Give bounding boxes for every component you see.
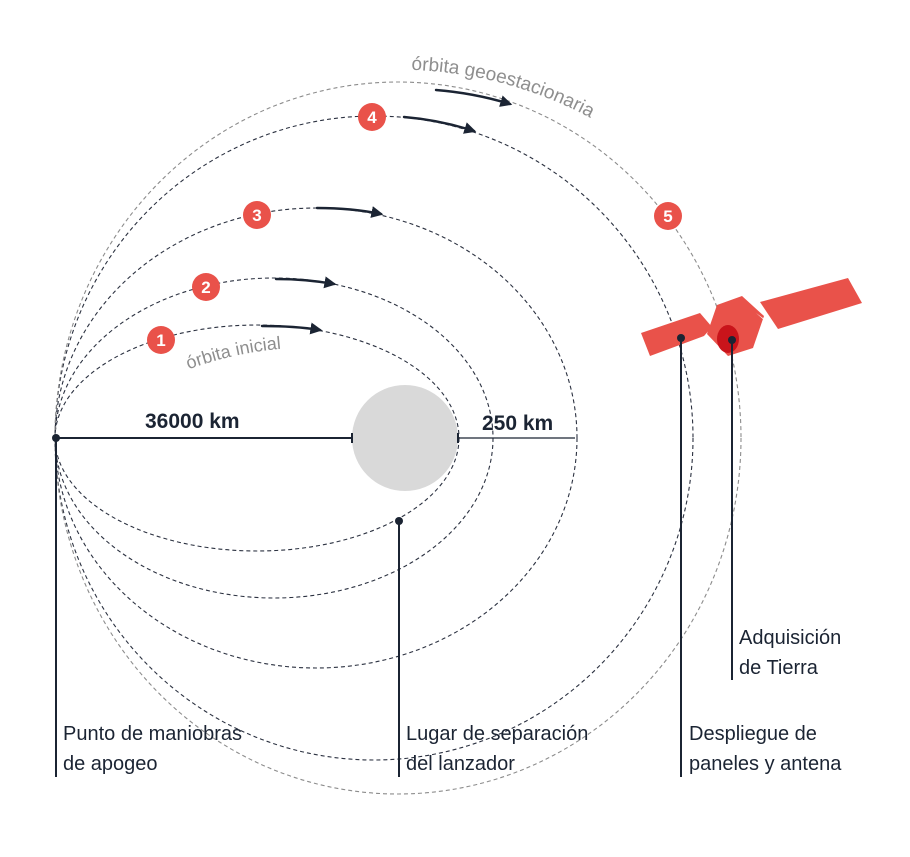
earth xyxy=(352,385,458,491)
step-badge-3: 3 xyxy=(243,201,271,229)
svg-text:Punto de maniobras: Punto de maniobras xyxy=(63,723,242,745)
svg-text:4: 4 xyxy=(367,108,377,127)
svg-text:1: 1 xyxy=(156,331,165,350)
direction-arrow-3 xyxy=(315,206,384,218)
step-badge-2: 2 xyxy=(192,273,220,301)
svg-text:Despliegue de: Despliegue de xyxy=(689,723,817,745)
label-orbit-initial: órbita inicial xyxy=(183,333,282,373)
orbit-4 xyxy=(54,115,694,761)
direction-arrow-1 xyxy=(260,322,323,335)
label-distance-perigee: 250 km xyxy=(482,412,553,435)
callout-deploy: Despliegue de paneles y antena xyxy=(689,723,842,775)
svg-text:2: 2 xyxy=(201,278,210,297)
svg-text:de apogeo: de apogeo xyxy=(63,753,158,775)
svg-text:Lugar de separación: Lugar de separación xyxy=(406,723,588,745)
direction-arrow-geo xyxy=(434,88,513,107)
step-badge-5: 5 xyxy=(654,202,682,230)
solar-panel-left xyxy=(641,313,712,356)
svg-text:paneles y antena: paneles y antena xyxy=(689,753,842,775)
step-badge-4: 4 xyxy=(358,103,386,131)
panel-hinge-right xyxy=(756,313,778,329)
label-distance-apogee: 36000 km xyxy=(145,410,240,433)
svg-text:Adquisición: Adquisición xyxy=(739,627,841,649)
direction-arrow-4 xyxy=(402,115,477,134)
solar-panel-right xyxy=(760,278,862,329)
svg-text:del lanzador: del lanzador xyxy=(406,753,515,775)
satellite-icon xyxy=(641,278,862,356)
svg-text:5: 5 xyxy=(663,207,672,226)
orbit-geo xyxy=(54,81,742,795)
svg-text:3: 3 xyxy=(252,206,261,225)
callout-earth: Adquisición de Tierra xyxy=(739,627,841,679)
svg-text:de Tierra: de Tierra xyxy=(739,657,819,679)
antenna-dish xyxy=(717,325,739,353)
label-orbit-geo: órbita geoestacionaria xyxy=(411,54,598,123)
callout-apogee: Punto de maniobras de apogeo xyxy=(63,723,242,775)
direction-arrow-2 xyxy=(274,276,337,289)
callout-separation: Lugar de separación del lanzador xyxy=(406,723,588,775)
step-badge-1: 1 xyxy=(147,326,175,354)
